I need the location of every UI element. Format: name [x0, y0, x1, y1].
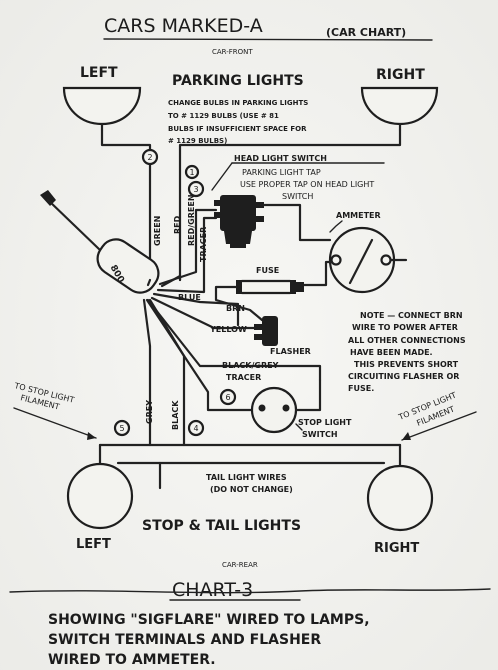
stop-switch-label-2: SWITCH	[302, 430, 338, 439]
svg-text:FUSE.: FUSE.	[348, 384, 374, 393]
parking-tap-note: PARKING LIGHT TAP USE PROPER TAP ON HEAD…	[240, 168, 374, 201]
svg-text:1: 1	[189, 168, 194, 177]
wire-label-red-green: RED/GREEN	[187, 194, 196, 246]
svg-text:ALL OTHER CONNECTIONS: ALL OTHER CONNECTIONS	[348, 336, 466, 345]
car-rear-label: CAR-REAR	[222, 561, 258, 569]
wire-label-blue: BLUE	[178, 293, 201, 302]
fuse	[236, 279, 304, 295]
svg-text:USE PROPER TAP ON HEAD LIGHT: USE PROPER TAP ON HEAD LIGHT	[240, 180, 374, 189]
stop-tail-title: STOP & TAIL LIGHTS	[142, 518, 301, 534]
terminal-5: 5	[113, 419, 131, 437]
wire-label-tracer: TRACER	[199, 227, 208, 262]
wire-label-black: BLACK	[171, 400, 180, 430]
headlight-switch-label: HEAD LIGHT SWITCH	[234, 154, 327, 163]
wire-label-brn: BRN	[226, 304, 245, 313]
chart-number: CHART-3	[172, 579, 253, 601]
svg-text:2: 2	[147, 153, 152, 162]
fuse-label: FUSE	[256, 266, 279, 275]
caption-line-1: SHOWING "SIGFLARE" WIRED TO LAMPS,	[48, 612, 370, 628]
flasher	[254, 316, 278, 346]
parking-left-label: LEFT	[80, 65, 118, 81]
terminal-3: 3	[187, 180, 205, 198]
wire-label-grey: GREY	[145, 400, 154, 424]
terminal-4: 4	[187, 419, 205, 437]
svg-text:5: 5	[119, 424, 124, 433]
terminal-2: 2	[141, 148, 159, 166]
svg-text:SWITCH: SWITCH	[282, 192, 313, 201]
svg-text:TO # 1129 BULBS (USE # 81: TO # 1129 BULBS (USE # 81	[168, 112, 279, 120]
svg-text:THIS PREVENTS SHORT: THIS PREVENTS SHORT	[354, 360, 459, 369]
wire-label-green: GREEN	[153, 216, 162, 246]
svg-text:BULBS IF INSUFFICIENT SPACE FO: BULBS IF INSUFFICIENT SPACE FOR	[168, 125, 307, 133]
flasher-label: FLASHER	[270, 347, 311, 356]
car-front-label: CAR-FRONT	[212, 48, 253, 56]
svg-text:NOTE — CONNECT BRN: NOTE — CONNECT BRN	[360, 311, 463, 320]
wire-label-red: RED	[173, 215, 182, 234]
wire-yellow	[150, 296, 258, 330]
ammeter-label: AMMETER	[336, 211, 381, 220]
terminal-1: 1	[184, 164, 200, 180]
headlight-switch-pointer	[211, 162, 233, 191]
tail-light-right	[366, 464, 434, 532]
svg-text:3: 3	[193, 185, 198, 194]
parking-lights-title: PARKING LIGHTS	[172, 73, 304, 89]
parking-light-left	[62, 86, 142, 132]
wire-label-tracer2: TRACER	[226, 373, 261, 382]
wire-label-yellow: YELLOW	[209, 325, 247, 334]
terminal-6: 6	[219, 388, 237, 406]
stop-switch-label-1: STOP LIGHT	[298, 418, 352, 427]
wire-headlight-tap	[156, 216, 218, 294]
caption-line-2: SWITCH TERMINALS AND FLASHER	[48, 632, 321, 648]
svg-text:CIRCUITING FLASHER OR: CIRCUITING FLASHER OR	[348, 372, 459, 381]
wire-red-green-tracer	[158, 208, 218, 286]
title-underline	[103, 38, 433, 41]
wire-switch-to-ammeter	[262, 203, 332, 242]
wire-stop-switch	[145, 298, 254, 412]
wire-ammeter-to-fuse	[302, 260, 334, 287]
svg-text:# 1129 BULBS): # 1129 BULBS)	[168, 137, 227, 145]
sigflare-unit: 800	[40, 190, 160, 294]
rear-right-label: RIGHT	[374, 541, 419, 556]
svg-text:CHANGE BULBS IN PARKING LIGHTS: CHANGE BULBS IN PARKING LIGHTS	[168, 99, 308, 107]
svg-text:4: 4	[193, 424, 198, 433]
tail-wires-label-1: TAIL LIGHT WIRES	[206, 473, 287, 482]
svg-text:6: 6	[225, 393, 230, 402]
parking-light-right	[360, 86, 439, 132]
chart-title-sub: (CAR CHART)	[326, 26, 406, 39]
headlight-switch	[214, 195, 264, 248]
rear-left-label: LEFT	[76, 537, 111, 552]
ammeter	[328, 226, 396, 294]
caption-line-3: WIRED TO AMMETER.	[48, 652, 216, 668]
wire-right-parking-red	[178, 128, 402, 282]
chart-title: CARS MARKED-A	[104, 15, 263, 37]
caption-rule	[9, 588, 491, 594]
stop-filament-left-label: TO STOP LIGHT FILAMENT	[13, 381, 76, 412]
parking-bulb-note: CHANGE BULBS IN PARKING LIGHTS TO # 1129…	[168, 99, 308, 145]
svg-text:WIRE TO POWER AFTER: WIRE TO POWER AFTER	[352, 323, 458, 332]
parking-right-label: RIGHT	[376, 67, 425, 83]
wire-left-parking-green	[100, 128, 152, 282]
brn-wire-note: NOTE — CONNECT BRN WIRE TO POWER AFTER A…	[348, 311, 466, 393]
svg-text:HAVE BEEN MADE.: HAVE BEEN MADE.	[350, 348, 433, 357]
wire-blue	[152, 292, 240, 327]
wire-label-black-grey: BLACK/GREY	[222, 361, 279, 370]
wire-grey	[142, 298, 152, 447]
wire-black-grey-tracer	[146, 298, 322, 382]
wire-brn-fuse	[214, 285, 264, 322]
stop-light-switch	[250, 386, 298, 434]
tail-light-left	[66, 462, 134, 530]
tail-wires-label-2: (DO NOT CHANGE)	[210, 485, 293, 494]
svg-text:PARKING LIGHT TAP: PARKING LIGHT TAP	[242, 168, 321, 177]
